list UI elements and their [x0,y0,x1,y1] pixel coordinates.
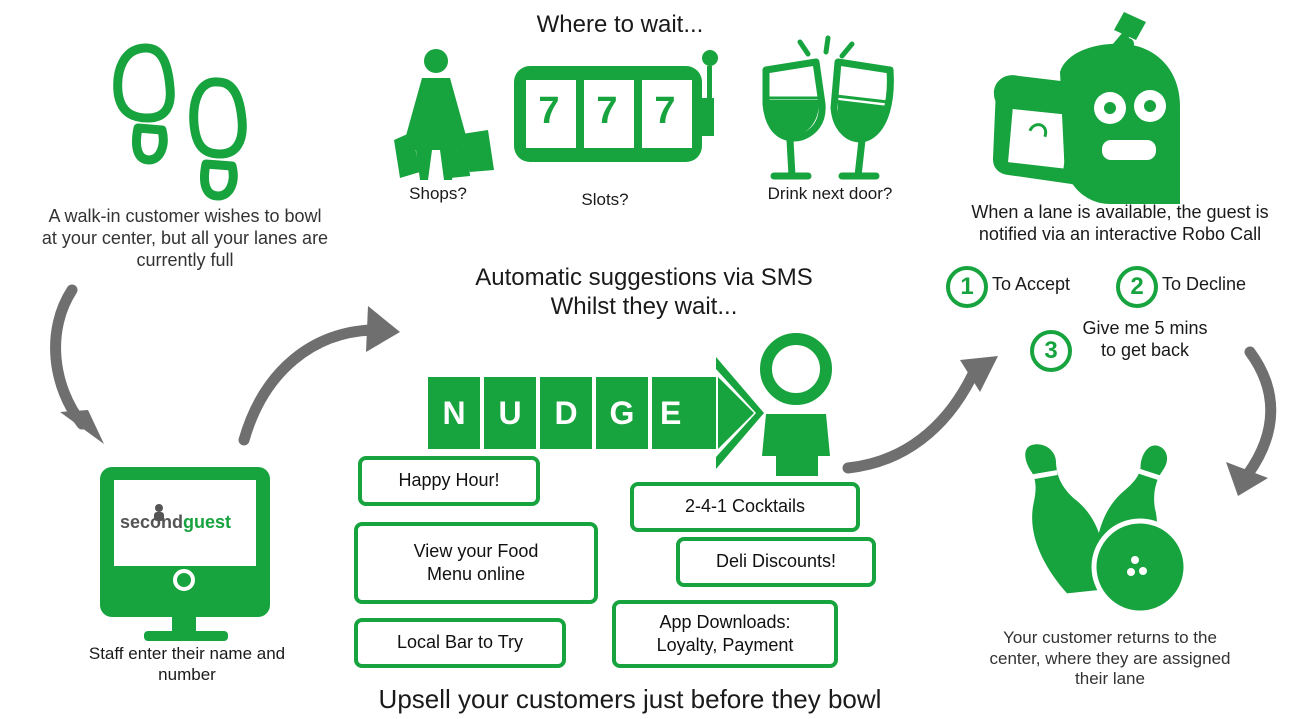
nudge-arrow-icon [716,357,764,469]
footprints-icon [113,43,247,201]
option-3-label: Give me 5 mins to get back [1082,318,1208,360]
nudge-letter-u: U [484,377,536,449]
returns-description: Your customer returns to the center, whe… [989,628,1231,689]
staff-description: Staff enter their name and number [88,644,286,684]
nudge-letter-g: G [596,377,648,449]
option-3-badge: 3 [1030,330,1072,372]
slot-reel-1: 7 [538,90,560,132]
slots-label: Slots? [581,190,629,209]
option-2-badge: 2 [1116,266,1158,308]
arrow-walkin-to-staff [50,284,88,430]
slot-reel-2: 7 [596,90,618,132]
nudge-letter-e: E [652,377,716,449]
nudge-letter-n: N [428,377,480,449]
slot-reel-3: 7 [654,90,676,132]
shopper-icon [394,49,494,180]
monitor-brand: secondguest [120,512,232,532]
nudge-letter-d: D [540,377,592,449]
person-icon [760,333,832,476]
upsell-footer: Upsell your customers just before they b… [378,684,882,714]
option-1-label: To Accept [992,274,1071,294]
arrow-staff-to-nudge [238,324,378,446]
arrow-call-to-bowling [1242,346,1277,480]
sms-heading: Automatic suggestions via SMS Whilst the… [475,264,813,321]
suggestion-app-downloads: App Downloads: Loyalty, Payment [612,600,838,668]
shops-label: Shops? [409,184,467,203]
monitor-icon [100,467,270,641]
robot-call-icon [992,12,1180,204]
walk-in-description: A walk-in customer wishes to bowl at you… [41,206,329,270]
suggestion-deli: Deli Discounts! [676,537,876,587]
arrow-person-to-call [842,370,978,474]
suggestion-happy-hour: Happy Hour! [358,456,540,506]
suggestion-local-bar: Local Bar to Try [354,618,566,668]
option-1-badge: 1 [946,266,988,308]
robo-call-description: When a lane is available, the guest is n… [971,202,1269,244]
option-2-label: To Decline [1162,274,1247,294]
suggestion-cocktails: 2-4-1 Cocktails [630,482,860,532]
bowling-icon [1025,444,1189,616]
suggestion-food-menu: View your Food Menu online [354,522,598,604]
where-to-wait-heading: Where to wait... [536,11,704,38]
drink-label: Drink next door? [767,184,893,203]
slot-machine-icon [514,50,718,162]
